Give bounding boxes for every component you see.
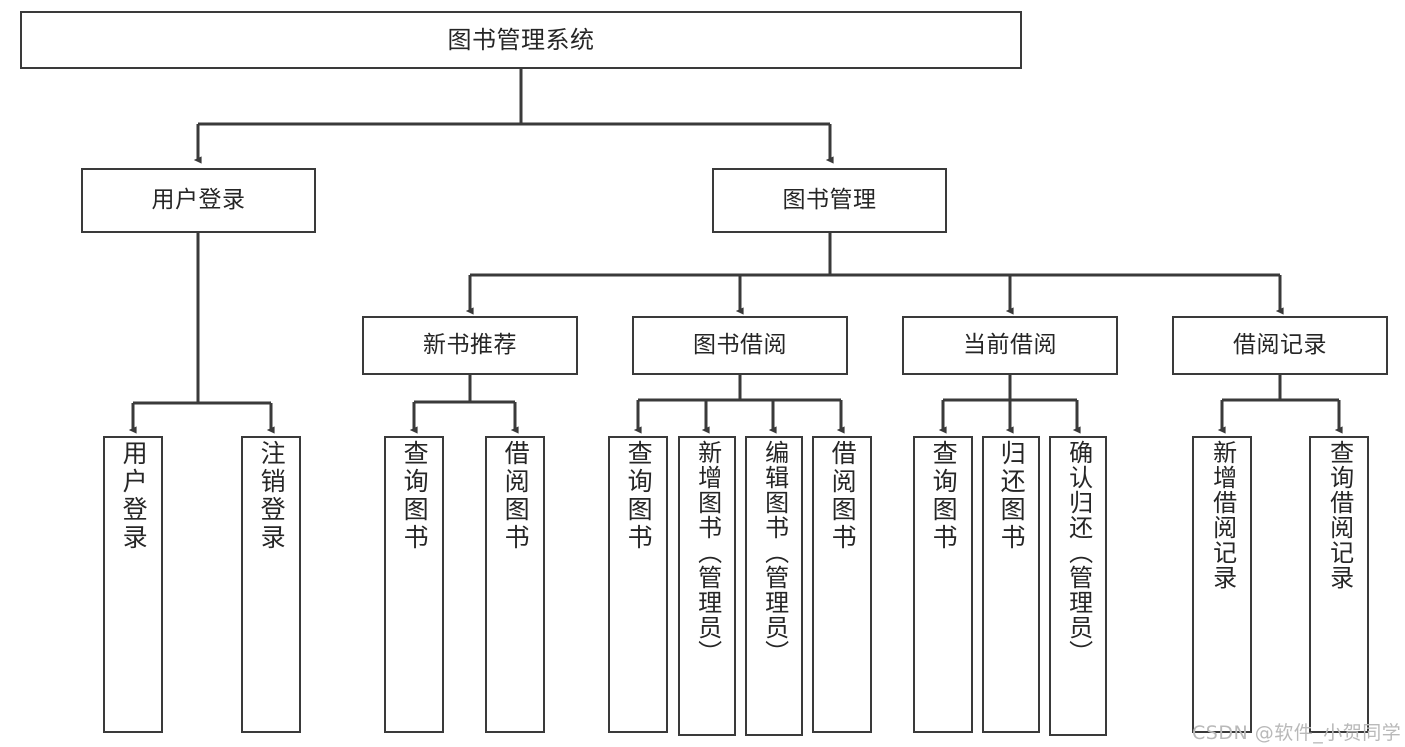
node-label: 编辑图书（管理员） bbox=[760, 440, 789, 665]
node-label: 借阅图书 bbox=[828, 440, 858, 552]
node-root-system[interactable]: 图书管理系统 bbox=[20, 11, 1022, 69]
node-leaf-add-borrow-record[interactable]: 新增借阅记录 bbox=[1192, 436, 1252, 733]
node-label: 确认归还（管理员） bbox=[1064, 440, 1093, 665]
node-label: 新增图书（管理员） bbox=[693, 440, 722, 665]
node-label: 查询图书 bbox=[624, 440, 654, 552]
node-leaf-return-book[interactable]: 归还图书 bbox=[982, 436, 1040, 733]
node-label: 图书管理系统 bbox=[447, 26, 595, 54]
node-label: 图书管理 bbox=[782, 187, 877, 213]
node-book-borrow[interactable]: 图书借阅 bbox=[632, 316, 848, 375]
node-leaf-edit-book-admin[interactable]: 编辑图书（管理员） bbox=[745, 436, 803, 736]
node-borrow-record[interactable]: 借阅记录 bbox=[1172, 316, 1388, 375]
node-label: 查询图书 bbox=[400, 440, 430, 552]
node-leaf-query-borrow-record[interactable]: 查询借阅记录 bbox=[1309, 436, 1369, 733]
node-leaf-query-book-borrow[interactable]: 查询图书 bbox=[608, 436, 668, 733]
node-leaf-query-book-current[interactable]: 查询图书 bbox=[913, 436, 973, 733]
node-label: 查询图书 bbox=[929, 440, 959, 552]
node-label: 图书借阅 bbox=[693, 332, 787, 358]
node-leaf-add-book-admin[interactable]: 新增图书（管理员） bbox=[678, 436, 736, 736]
node-label: 用户登录 bbox=[151, 187, 246, 213]
node-current-borrow[interactable]: 当前借阅 bbox=[902, 316, 1118, 375]
node-book-management[interactable]: 图书管理 bbox=[712, 168, 947, 233]
node-leaf-user-login[interactable]: 用户登录 bbox=[103, 436, 163, 733]
node-label: 当前借阅 bbox=[963, 332, 1057, 358]
node-label: 借阅记录 bbox=[1233, 332, 1327, 358]
node-leaf-borrow-book-new[interactable]: 借阅图书 bbox=[485, 436, 545, 733]
node-label: 注销登录 bbox=[257, 440, 287, 552]
node-label: 用户登录 bbox=[119, 440, 149, 552]
node-leaf-confirm-return-admin[interactable]: 确认归还（管理员） bbox=[1049, 436, 1107, 736]
node-leaf-query-book-new[interactable]: 查询图书 bbox=[384, 436, 444, 733]
node-label: 借阅图书 bbox=[501, 440, 531, 552]
csdn-watermark: CSDN @软件_小贺同学 bbox=[1192, 722, 1402, 744]
node-user-login[interactable]: 用户登录 bbox=[81, 168, 316, 233]
node-label: 归还图书 bbox=[997, 440, 1027, 552]
node-leaf-logout[interactable]: 注销登录 bbox=[241, 436, 301, 733]
node-label: 查询借阅记录 bbox=[1325, 440, 1354, 590]
node-label: 新增借阅记录 bbox=[1208, 440, 1237, 590]
node-label: 新书推荐 bbox=[423, 332, 517, 358]
node-new-book-recommend[interactable]: 新书推荐 bbox=[362, 316, 578, 375]
node-leaf-borrow-book[interactable]: 借阅图书 bbox=[812, 436, 872, 733]
